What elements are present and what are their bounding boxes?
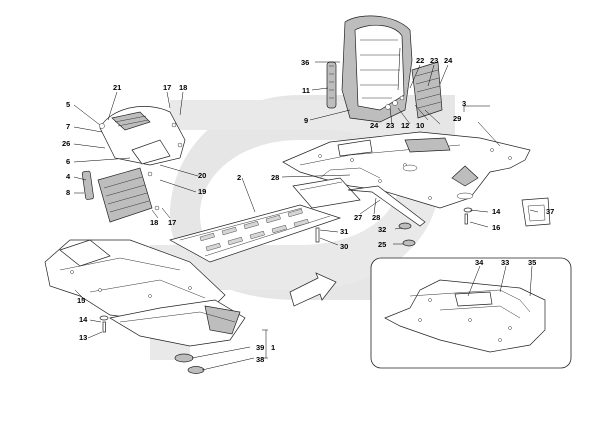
callout-28a: 28	[271, 173, 279, 182]
callout-23b: 23	[386, 121, 394, 130]
callout-2: 2	[237, 173, 241, 182]
callout-8: 8	[66, 188, 70, 197]
callout-6: 6	[66, 157, 70, 166]
leader-lines	[73, 47, 539, 371]
callout-17a: 17	[163, 83, 171, 92]
callout-14a: 14	[492, 207, 501, 216]
rear-diffuser-section	[109, 299, 246, 374]
callout-11: 11	[302, 86, 310, 95]
callout-34: 34	[475, 258, 484, 267]
callout-21: 21	[113, 83, 121, 92]
callout-24a: 24	[444, 56, 453, 65]
callout-33: 33	[501, 258, 509, 267]
inset-detail-box	[370, 257, 572, 369]
callout-28b: 28	[372, 213, 380, 222]
callout-25: 25	[378, 240, 386, 249]
callout-38: 38	[256, 355, 264, 364]
callout-12: 12	[401, 121, 409, 130]
callout-17b: 17	[168, 218, 176, 227]
callout-16: 16	[492, 223, 500, 232]
callout-30: 30	[340, 242, 348, 251]
callout-37: 37	[546, 207, 554, 216]
front-underbody-panel	[44, 239, 226, 321]
front-brake-duct	[81, 167, 160, 223]
front-wheelhouse-liner	[99, 106, 186, 166]
heat-shield-strips	[292, 177, 426, 227]
fasteners	[99, 207, 473, 333]
callout-4: 4	[66, 172, 71, 181]
callout-31: 31	[340, 227, 348, 236]
callout-22: 22	[416, 56, 424, 65]
callout-10: 10	[416, 121, 424, 130]
callout-5: 5	[66, 100, 70, 109]
callout-29: 29	[453, 114, 461, 123]
callout-13: 13	[79, 333, 87, 342]
callout-36: 36	[301, 58, 309, 67]
callout-23a: 23	[430, 56, 438, 65]
callout-27: 27	[354, 213, 362, 222]
rear-vent-grille	[385, 61, 443, 119]
callout-9: 9	[304, 116, 308, 125]
callout-7: 7	[66, 122, 70, 131]
callout-32: 32	[378, 225, 386, 234]
callout-19: 19	[198, 187, 206, 196]
callout-35: 35	[528, 258, 536, 267]
callout-3: 3	[462, 99, 466, 108]
callout-14b: 14	[79, 315, 88, 324]
callout-39: 39	[256, 343, 264, 352]
callout-labels: 36 11 9 22 23 24 24 23 12 10 3 29 28 2 2…	[62, 56, 554, 364]
main-underbody-panel	[282, 131, 531, 209]
central-floor-tray	[169, 204, 342, 263]
callout-24b: 24	[370, 121, 379, 130]
callout-18a: 18	[179, 83, 187, 92]
callout-20: 20	[198, 171, 206, 180]
rear-wheelhouse-liner	[326, 15, 413, 123]
direction-arrow	[289, 272, 337, 307]
callout-1: 1	[271, 343, 275, 352]
callout-18b: 18	[150, 218, 158, 227]
callout-15: 15	[77, 296, 85, 305]
bracket-part-37	[521, 197, 551, 227]
callout-26: 26	[62, 139, 70, 148]
